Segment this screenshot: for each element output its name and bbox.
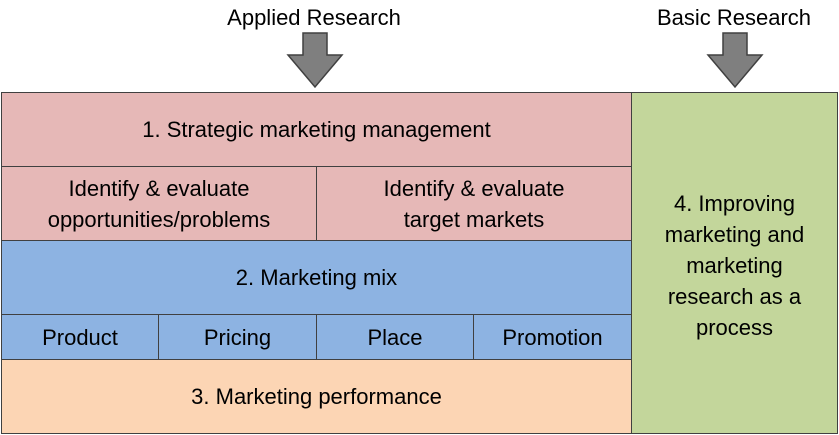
applied-research-label: Applied Research [227,5,401,30]
identify-opportunities: Identify & evaluate opportunities/proble… [1,166,317,241]
applied-down-arrow-icon [286,32,344,89]
basic-research-label: Basic Research [656,5,812,30]
identify-target-markets: Identify & evaluate target markets [316,166,632,241]
promotion-cell: Promotion [473,314,632,360]
strategic-marketing-management: 1. Strategic marketing management [1,92,632,167]
basic-down-arrow-icon [706,32,764,89]
product-cell: Product [1,314,159,360]
improving-marketing-research: 4. Improving marketing and marketing res… [631,92,838,434]
pricing-cell: Pricing [158,314,317,360]
marketing-performance: 3. Marketing performance [1,359,632,434]
marketing-mix: 2. Marketing mix [1,240,632,315]
place-cell: Place [316,314,474,360]
